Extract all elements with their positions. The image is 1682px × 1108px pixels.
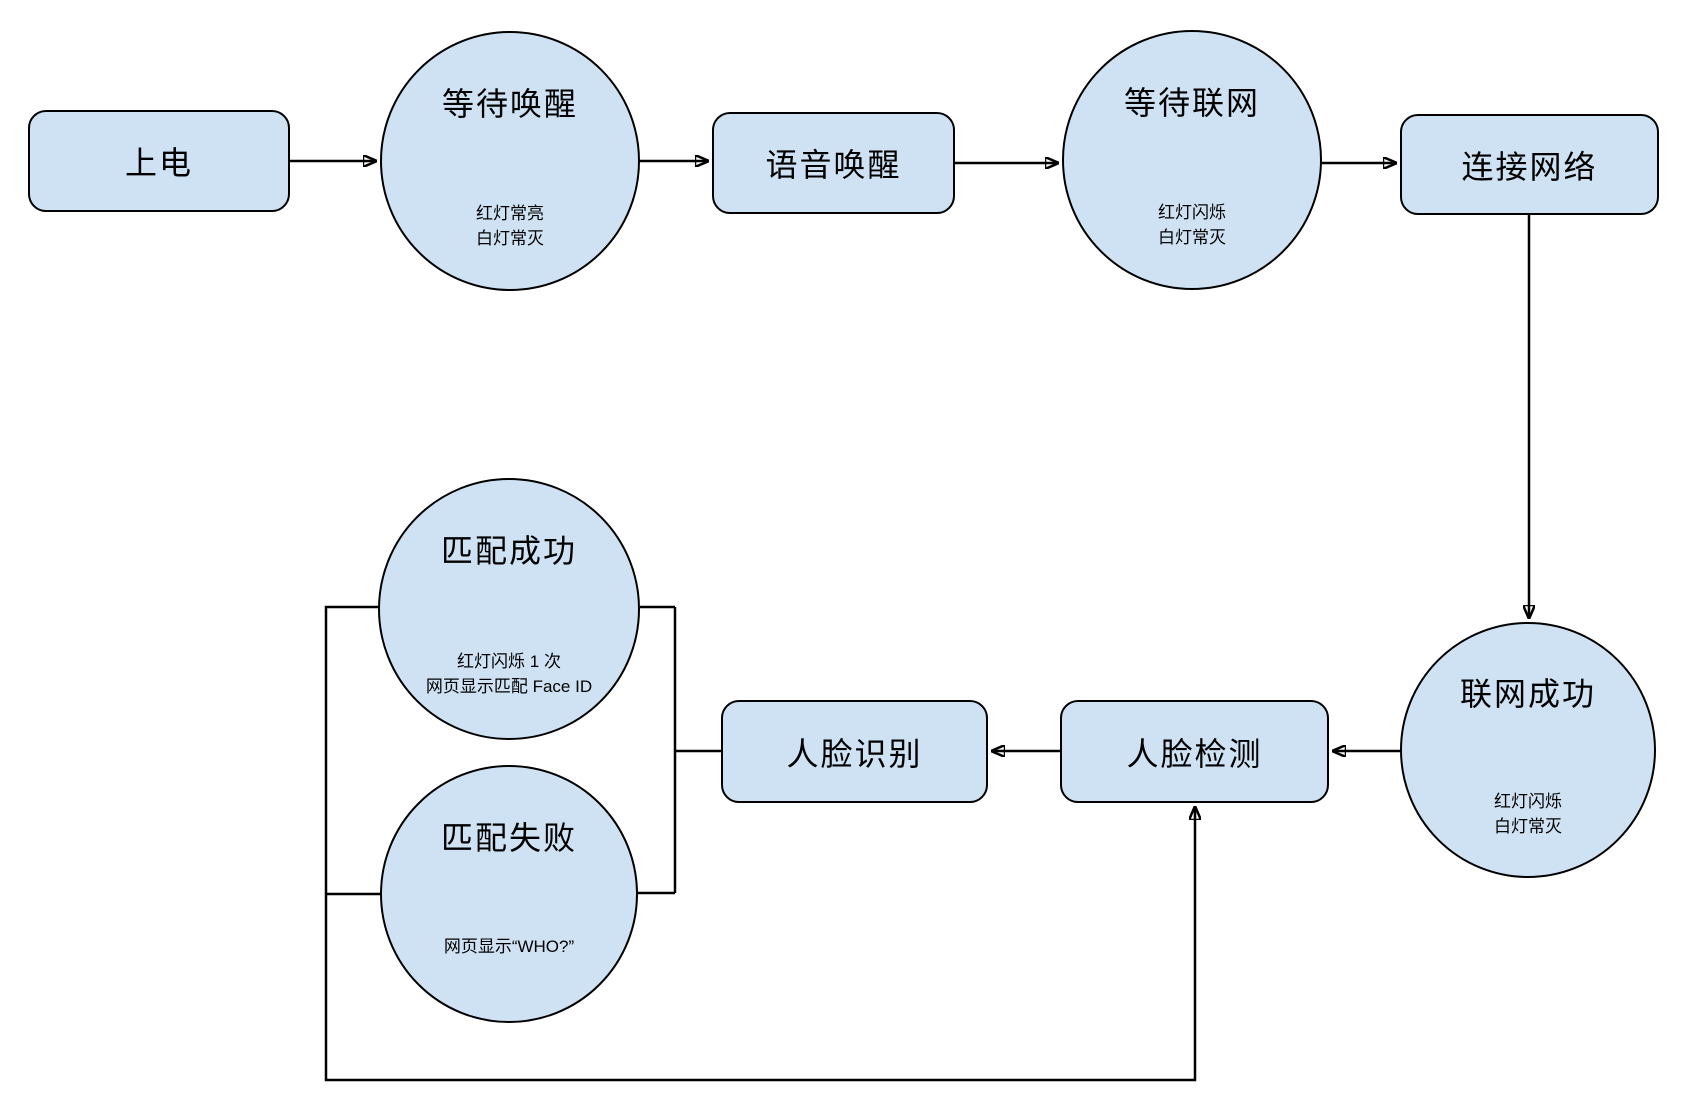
status-line: 红灯闪烁 <box>1494 792 1562 812</box>
status-line: 白灯常灭 <box>1158 227 1226 247</box>
node-power-on: 上电 <box>28 110 290 212</box>
node-match-fail-title: 匹配失败 <box>440 819 577 856</box>
status-line: 网页显示“WHO?” <box>443 936 575 956</box>
node-wait-network: 等待联网 红灯闪烁 白灯常灭 <box>1062 30 1322 290</box>
status-line: 红灯闪烁 <box>1158 202 1226 222</box>
node-voice-wake: 语音唤醒 <box>712 112 955 214</box>
node-wait-network-title: 等待联网 <box>1123 85 1260 122</box>
node-face-detect-label: 人脸检测 <box>1126 735 1263 772</box>
node-face-detect: 人脸检测 <box>1060 700 1329 803</box>
status-line: 红灯闪烁 1 次 <box>457 652 561 672</box>
node-face-recognize: 人脸识别 <box>721 700 988 803</box>
status-line: 白灯常灭 <box>1494 816 1562 836</box>
node-network-ok-title: 联网成功 <box>1459 676 1596 713</box>
node-wait-wake-status: 红灯常亮 白灯常灭 <box>382 202 638 251</box>
node-network-ok-status: 红灯闪烁 白灯常灭 <box>1402 790 1654 839</box>
node-wait-wake-title: 等待唤醒 <box>441 86 578 123</box>
node-match-success-title: 匹配成功 <box>440 533 577 570</box>
node-connect-network: 连接网络 <box>1400 114 1659 215</box>
node-voice-wake-label: 语音唤醒 <box>765 147 902 183</box>
node-wait-network-status: 红灯闪烁 白灯常灭 <box>1064 201 1320 250</box>
node-power-on-label: 上电 <box>124 145 193 181</box>
node-connect-network-label: 连接网络 <box>1461 148 1598 185</box>
status-line: 白灯常灭 <box>476 228 544 248</box>
node-network-ok: 联网成功 红灯闪烁 白灯常灭 <box>1400 622 1656 878</box>
node-match-success: 匹配成功 红灯闪烁 1 次 网页显示匹配 Face ID <box>378 478 640 740</box>
node-match-fail-status: 网页显示“WHO?” <box>382 935 636 960</box>
status-line: 网页显示匹配 Face ID <box>425 676 593 696</box>
edge-facerecognize-to-match-bracket <box>638 605 721 895</box>
node-wait-wake: 等待唤醒 红灯常亮 白灯常灭 <box>380 31 640 291</box>
node-match-success-status: 红灯闪烁 1 次 网页显示匹配 Face ID <box>380 650 638 699</box>
node-match-fail: 匹配失败 网页显示“WHO?” <box>380 765 638 1023</box>
node-face-recognize-label: 人脸识别 <box>786 735 923 772</box>
status-line: 红灯常亮 <box>476 203 544 223</box>
edge-feedback-loop <box>324 605 1195 1082</box>
